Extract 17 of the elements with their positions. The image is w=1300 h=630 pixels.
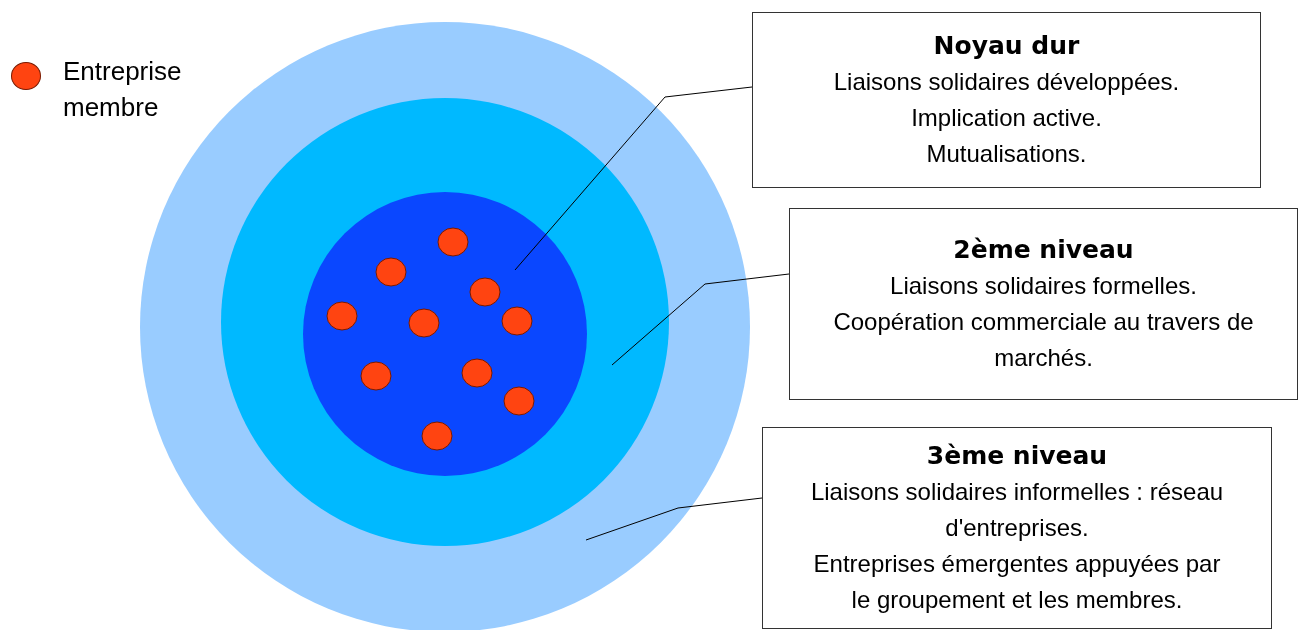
leader-line <box>611 273 790 366</box>
box-heading: 3ème niveau <box>926 440 1108 472</box>
box-text: Liaisons solidaires développées. <box>833 67 1180 97</box>
leader-line <box>585 497 763 541</box>
leader-line <box>514 86 753 271</box>
box-text: Implication active. <box>911 103 1102 133</box>
box-heading: 2ème niveau <box>953 234 1134 266</box>
text-box <box>762 427 1272 629</box>
box-text: Liaisons solidaires formelles. <box>890 271 1197 301</box>
text-box <box>789 208 1298 400</box>
box-text: Entreprises émergentes appuyées par le groupement et les membres. <box>812 549 1222 615</box>
text-box <box>752 12 1261 188</box>
box-text: Coopération commerciale au travers de marchés. <box>832 307 1255 373</box>
box-text: Liaisons solidaires informelles : réseau d'entreprises. <box>809 477 1225 543</box>
legend-label: Entreprise membre <box>63 55 183 124</box>
box-text: Mutualisations. <box>926 139 1087 169</box>
box-heading: Noyau dur <box>933 30 1080 62</box>
